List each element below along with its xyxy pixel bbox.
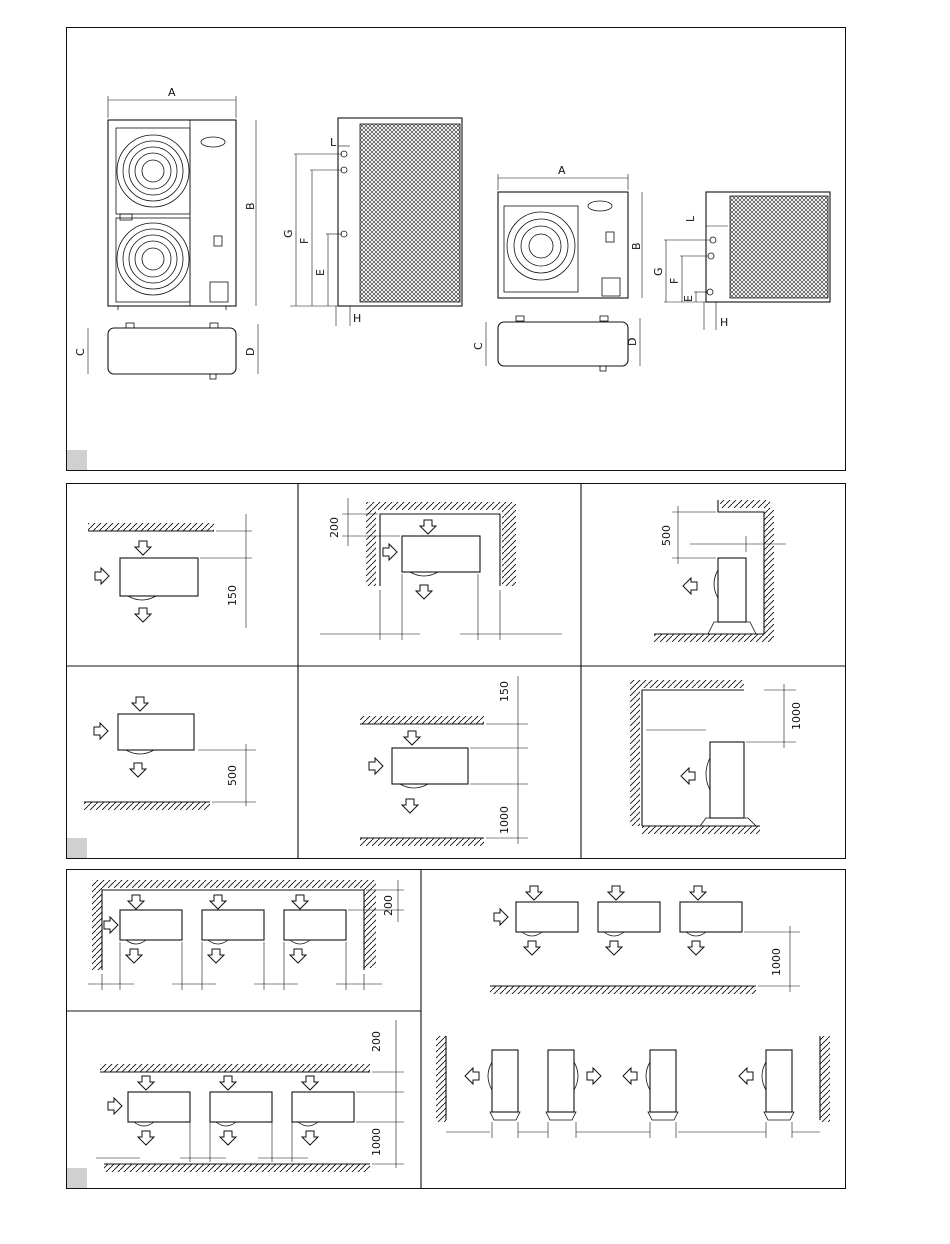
clearance-cell-between-walls: 150 1000 <box>360 676 528 846</box>
clearance-cell-top-wall: 150 <box>88 514 252 628</box>
clearance-150-top: 150 <box>226 585 239 606</box>
clearance-1000-enclosure: 1000 <box>790 702 803 730</box>
clearance-cell-corner: 200 <box>320 498 562 640</box>
multi-unit-clearance-panel <box>66 869 846 1189</box>
panel-corner-marker <box>67 1168 87 1188</box>
clearance-cell-vertical-500: 500 <box>654 500 786 642</box>
clearance-cell-enclosure-1000: 1000 <box>630 680 803 834</box>
clearance-500-vertical: 500 <box>660 525 673 546</box>
clearance-150-mid: 150 <box>498 681 511 702</box>
clearance-1000-mid: 1000 <box>498 806 511 834</box>
clearance-500-floor: 500 <box>226 765 239 786</box>
clearance-cell-floor-500: 500 <box>84 697 256 810</box>
clearance-200-corner: 200 <box>328 517 341 538</box>
